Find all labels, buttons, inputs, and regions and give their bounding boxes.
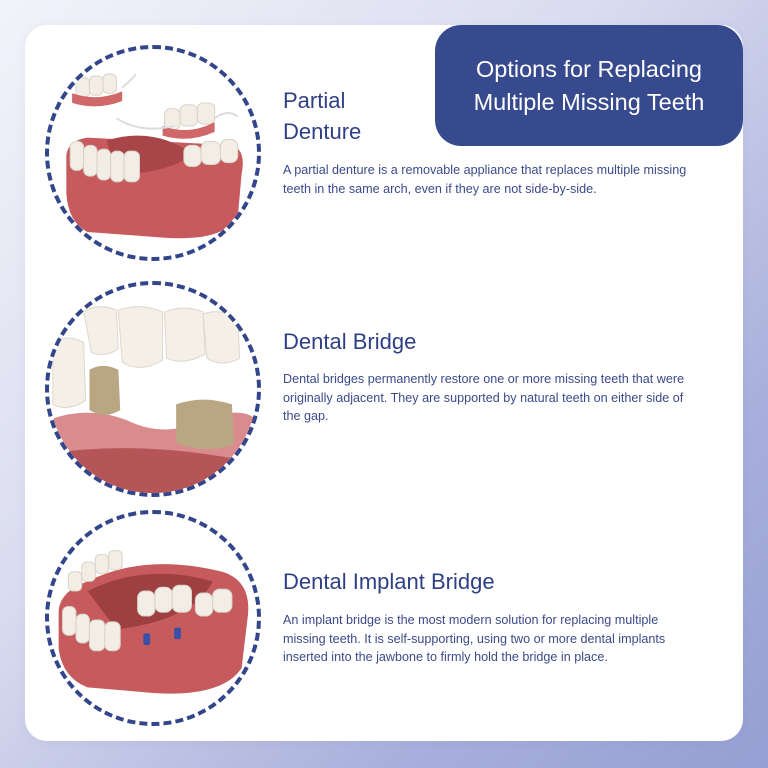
title-line-1: Options for Replacing	[476, 55, 702, 82]
section-description-dental-bridge: Dental bridges permanently restore one o…	[283, 372, 685, 423]
implant-bridge-icon	[58, 550, 249, 694]
heading-line-1: Partial	[283, 88, 346, 113]
section-description-implant-bridge: An implant bridge is the most modern sol…	[283, 613, 666, 664]
dental-bridge-icon	[49, 306, 257, 493]
partial-denture-icon	[66, 73, 243, 239]
section-description-partial-denture: A partial denture is a removable applian…	[283, 163, 687, 196]
section-heading-partial-denture: Partial Denture	[283, 85, 361, 147]
title-badge: Options for Replacing Multiple Missing T…	[435, 25, 743, 146]
section-heading-dental-bridge: Dental Bridge	[283, 329, 417, 354]
section-heading-implant-bridge: Dental Implant Bridge	[283, 569, 495, 594]
partial-denture-image	[45, 45, 261, 261]
implant-bridge-image	[45, 510, 261, 726]
title-line-2: Multiple Missing Teeth	[473, 88, 705, 115]
heading-line-2: Denture	[283, 119, 362, 144]
dental-bridge-image	[45, 281, 261, 497]
